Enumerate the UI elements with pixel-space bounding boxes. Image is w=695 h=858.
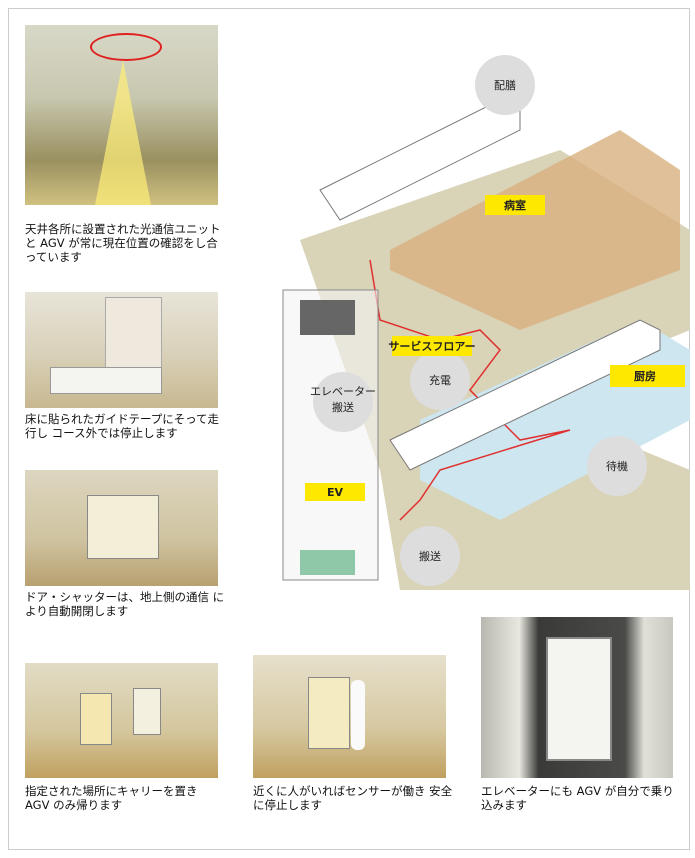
label-kitchen: 厨房 — [610, 365, 685, 387]
bubble-transport: 搬送 — [400, 526, 460, 586]
caption-5: 近くに人がいればセンサーが働き 安全に停止します — [253, 784, 453, 812]
elevator-car-top — [300, 300, 355, 335]
svg-text:搬送: 搬送 — [419, 549, 441, 563]
photo-place-carrier — [25, 663, 218, 778]
caption-3: ドア・シャッターは、地上側の通信 により自動開閉します — [25, 590, 225, 618]
caption-4: 指定された場所にキャリーを置き AGV のみ帰ります — [25, 784, 198, 812]
photo-ceiling-unit — [25, 25, 218, 205]
label-service-floor: サービスフロアー — [388, 336, 476, 356]
frame — [8, 8, 690, 850]
kitchen-walls — [389, 319, 661, 471]
caption-2: 床に貼られたガイドテープにそって走行し コース外では停止します — [25, 412, 220, 440]
svg-text:厨房: 厨房 — [634, 369, 656, 383]
caption-6: エレベーターにも AGV が自分で乗り込みます — [481, 784, 674, 812]
photo-door-shutter — [25, 470, 218, 586]
svg-text:EV: EV — [327, 486, 344, 499]
bubble-standby: 待機 — [587, 436, 647, 496]
svg-text:病室: 病室 — [504, 198, 526, 212]
svg-text:待機: 待機 — [606, 459, 628, 473]
svg-text:充電: 充電 — [429, 373, 451, 387]
ward-floor — [390, 130, 680, 330]
elevator-shaft — [282, 289, 379, 581]
svg-text:エレベーター: エレベーター — [310, 385, 376, 398]
photo-sensor-stop — [253, 655, 446, 778]
photo-elevator — [481, 617, 673, 778]
svg-text:サービスフロアー: サービスフロアー — [388, 339, 475, 353]
svg-text:搬送: 搬送 — [332, 400, 354, 414]
svg-text:配膳: 配膳 — [494, 78, 516, 92]
bubble-charge: 充電 — [410, 350, 470, 410]
bubble-serve: 配膳 — [475, 55, 535, 115]
label-ward: 病室 — [485, 195, 545, 215]
ward-walls — [319, 99, 521, 221]
photo-guide-tape — [25, 292, 218, 408]
label-ev: EV — [305, 483, 365, 501]
elevator-car-bottom — [300, 550, 355, 575]
caption-1: 天井各所に設置された光通信ユニットと AGV が常に現在位置の確認をし合っていま… — [25, 222, 221, 264]
